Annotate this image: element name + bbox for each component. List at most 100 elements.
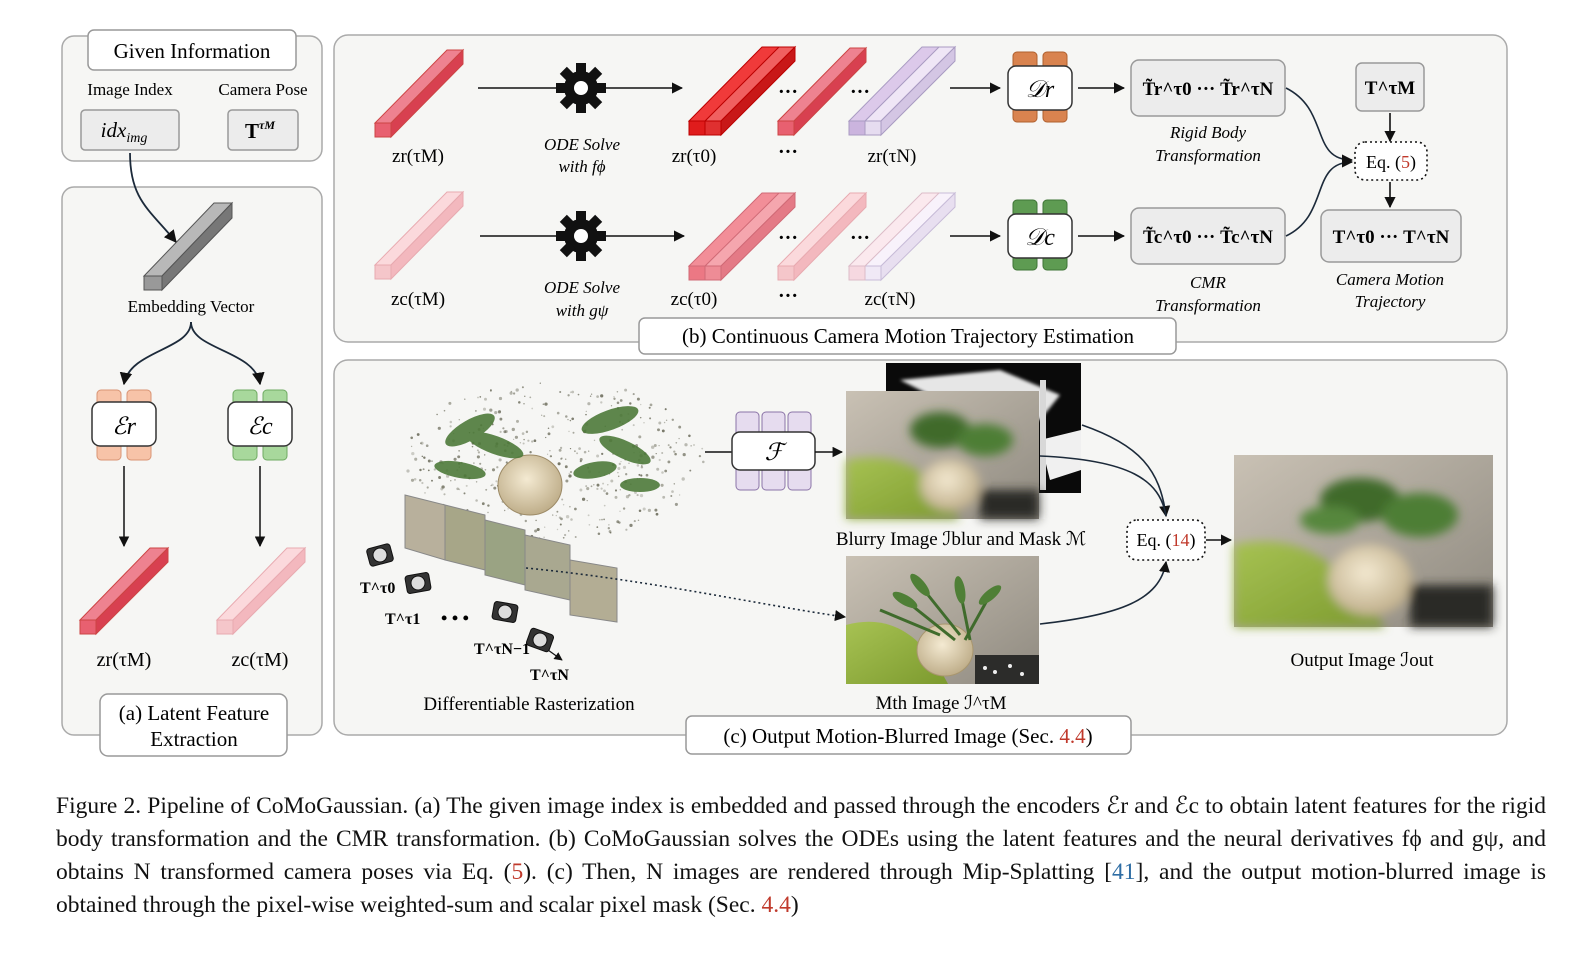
point-cloud-dot <box>547 432 551 436</box>
point-cloud-dot <box>642 507 646 511</box>
point-cloud-dot <box>616 390 619 393</box>
point-cloud-dot <box>458 488 461 491</box>
point-cloud-dot <box>529 451 532 454</box>
point-cloud-dot <box>610 405 613 407</box>
point-cloud-dot <box>588 450 590 452</box>
svg-text:Eq. (5): Eq. (5) <box>1366 152 1416 173</box>
rasterization-label: Differentiable Rasterization <box>423 694 635 715</box>
panel-b: zr(τM) ODE Solve with fϕ zr(τ0) <box>333 34 1508 355</box>
point-cloud-dot <box>643 422 645 424</box>
point-cloud-dot <box>657 428 660 432</box>
eq5-num[interactable]: 5 <box>1401 152 1410 172</box>
ellipsis-r3: ··· <box>778 141 798 163</box>
zr-mid-bar <box>776 46 868 137</box>
point-cloud-dot <box>543 536 545 539</box>
point-cloud-dot <box>633 520 636 523</box>
point-cloud-dot <box>701 447 704 450</box>
point-cloud-dot <box>648 406 651 409</box>
point-cloud-dot <box>655 452 657 455</box>
point-cloud-dot <box>487 504 490 507</box>
point-cloud-dot <box>569 470 573 474</box>
point-cloud-dot <box>571 390 575 394</box>
point-cloud-dot <box>406 469 410 473</box>
point-cloud-dot <box>535 519 537 522</box>
point-cloud-dot <box>568 472 570 475</box>
point-cloud-dot <box>665 419 668 421</box>
point-cloud-dot <box>586 499 588 502</box>
point-cloud-dot <box>549 455 552 458</box>
point-cloud-dot <box>493 486 497 490</box>
point-cloud-dot <box>587 402 591 406</box>
point-cloud-dot <box>598 518 601 521</box>
point-cloud-dot <box>693 444 695 446</box>
point-cloud-dot <box>678 437 680 440</box>
gear-icon-2 <box>556 211 606 261</box>
rigid-label-2: Transformation <box>1155 146 1261 165</box>
zc-t0-bars <box>687 191 797 282</box>
point-cloud-dot <box>638 435 642 439</box>
point-cloud-dot <box>649 417 652 420</box>
point-cloud-dot <box>587 514 590 517</box>
point-cloud-dot <box>565 415 568 418</box>
point-cloud-dot <box>569 505 571 508</box>
point-cloud-dot <box>640 466 644 469</box>
panel-c-title-ref[interactable]: 4.4 <box>1059 724 1086 748</box>
point-cloud-dot <box>410 436 414 440</box>
point-cloud-dot <box>673 450 676 453</box>
point-cloud-dot <box>619 399 623 402</box>
point-cloud-dot <box>663 421 666 424</box>
point-cloud-dot <box>569 447 572 450</box>
point-cloud-dot <box>664 408 667 411</box>
camera-pose-label: Camera Pose <box>218 80 307 99</box>
point-cloud-dot <box>544 402 548 406</box>
caption-ref-sec44[interactable]: 4.4 <box>761 892 791 918</box>
point-cloud-dot <box>558 448 562 452</box>
point-cloud-dot <box>649 403 653 407</box>
point-cloud-dot <box>496 466 499 469</box>
point-cloud-dot <box>536 527 540 532</box>
point-cloud-dot <box>562 536 565 539</box>
point-cloud-dot <box>596 395 599 398</box>
point-cloud-dot <box>533 439 537 443</box>
point-cloud-dot <box>481 502 485 506</box>
traj-label-1: Camera Motion <box>1336 270 1444 289</box>
point-cloud-dot <box>669 446 672 449</box>
output-label: Output Image ℐout <box>1291 650 1435 671</box>
point-cloud-dot <box>509 391 513 395</box>
eq14-num[interactable]: 14 <box>1172 530 1190 550</box>
embedding-label: Embedding Vector <box>128 297 255 316</box>
point-cloud-dot <box>600 394 604 398</box>
point-cloud-dot <box>636 494 639 497</box>
point-cloud-dot <box>498 396 503 401</box>
point-cloud-dot <box>421 481 424 485</box>
point-cloud-dot <box>515 388 519 392</box>
zc-t0-label: zc(τ0) <box>671 289 718 310</box>
point-cloud-dot <box>477 396 479 399</box>
point-cloud-dot <box>556 411 560 415</box>
point-cloud-dot <box>568 474 572 478</box>
point-cloud-dot <box>576 452 579 455</box>
caption-ref-41[interactable]: 41 <box>1112 859 1136 885</box>
point-cloud-dot <box>655 512 659 516</box>
point-cloud-dot <box>556 510 559 513</box>
point-cloud-dot <box>618 462 621 466</box>
ellipsis-c2: ··· <box>850 227 870 249</box>
point-cloud-dot <box>471 445 474 448</box>
point-cloud-dot <box>443 493 446 496</box>
panel-c: T^τ0 T^τ1 • • • T^τN−1 T^τN Differentiab… <box>333 359 1508 755</box>
point-cloud-dot <box>667 460 671 464</box>
zc-mid-bar <box>776 191 868 282</box>
point-cloud-dot <box>617 466 621 471</box>
point-cloud-dot <box>560 457 563 460</box>
mth-label: Mth Image ℐ^τM <box>875 693 1006 714</box>
point-cloud-dot <box>596 526 599 528</box>
point-cloud-dot <box>564 458 567 460</box>
point-cloud-dot <box>416 433 420 436</box>
point-cloud-dot <box>574 507 577 511</box>
point-cloud-dot <box>614 489 618 492</box>
point-cloud-dot <box>484 397 487 401</box>
point-cloud-dot <box>502 427 505 430</box>
point-cloud-dot <box>450 480 452 482</box>
caption-ref-eq5[interactable]: 5 <box>511 859 524 885</box>
point-cloud-dot <box>523 438 525 441</box>
